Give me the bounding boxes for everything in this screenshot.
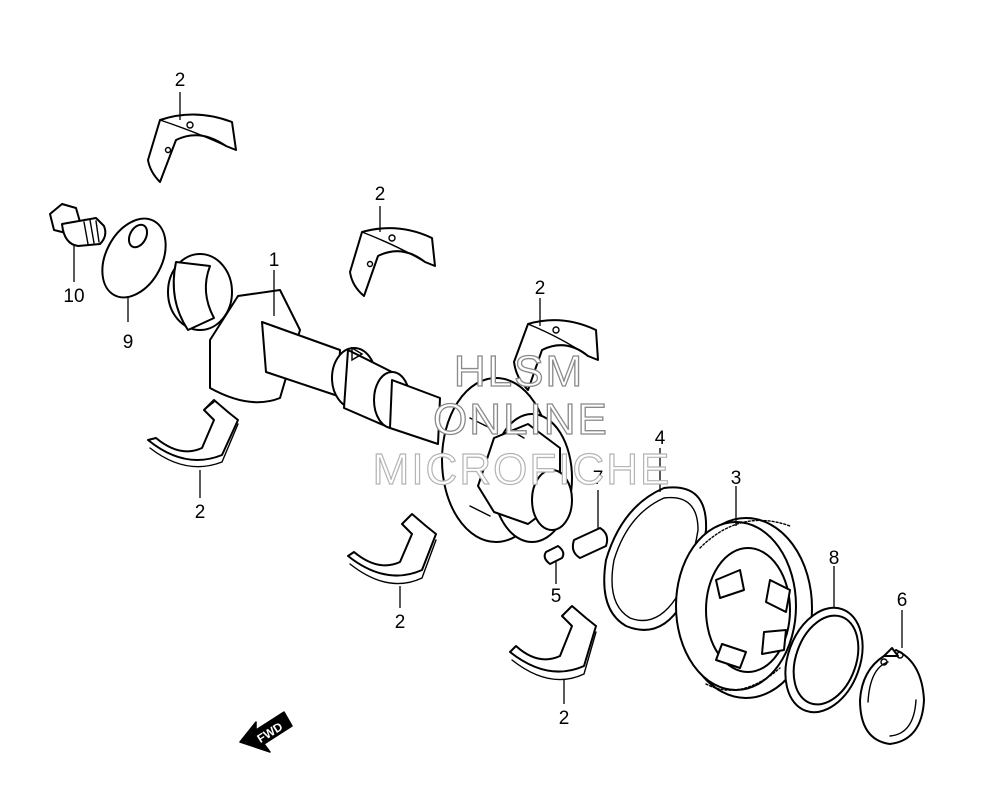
- callout-2-top[interactable]: 2: [175, 70, 186, 91]
- balancer-shaft[interactable]: [167, 253, 441, 445]
- watermark-line-2: ONLINE: [433, 395, 609, 444]
- circlip[interactable]: [859, 647, 925, 745]
- callout-10[interactable]: 10: [63, 286, 84, 307]
- dowel-pin[interactable]: [543, 545, 565, 565]
- spring[interactable]: [571, 527, 609, 559]
- callout-8[interactable]: 8: [829, 548, 840, 569]
- bearing-shell-top[interactable]: [147, 113, 237, 183]
- callout-7[interactable]: 7: [593, 468, 604, 489]
- callout-1[interactable]: 1: [269, 250, 280, 271]
- leader-lines: [73, 92, 903, 704]
- callout-3[interactable]: 3: [731, 468, 742, 489]
- callout-2-bottom[interactable]: 2: [559, 708, 570, 729]
- thrust-washer[interactable]: [772, 597, 877, 723]
- bearing-shell-bottom[interactable]: [509, 605, 597, 681]
- balancer-hub[interactable]: [441, 377, 573, 543]
- callout-5[interactable]: 5: [551, 586, 562, 607]
- bearing-shell-left-lower[interactable]: [147, 399, 239, 468]
- callout-6[interactable]: 6: [897, 590, 908, 611]
- callout-2-center-lower[interactable]: 2: [395, 612, 406, 633]
- callout-2-left-lower[interactable]: 2: [195, 502, 206, 523]
- callout-2-upper-mid[interactable]: 2: [375, 184, 386, 205]
- callout-9[interactable]: 9: [123, 332, 134, 353]
- callout-4[interactable]: 4: [655, 428, 666, 449]
- balancer-driven-gear[interactable]: [675, 517, 813, 699]
- watermark-line-3: MICROFICHE: [373, 445, 672, 494]
- watermark-line-1: HLSM: [454, 347, 584, 396]
- flange-bolt[interactable]: [49, 203, 107, 247]
- bearing-shell-upper-mid[interactable]: [349, 227, 436, 297]
- callout-2-right[interactable]: 2: [535, 278, 546, 299]
- watermark: HLSM ONLINE MICROFICHE: [372, 346, 672, 494]
- washer[interactable]: [90, 208, 179, 308]
- part-callouts: 2 2 2 2 2 2 1 10 9 7 5 4 3 8 6: [63, 70, 907, 729]
- fwd-direction-arrow: FWD: [239, 711, 293, 753]
- bearing-shell-right[interactable]: [513, 319, 599, 391]
- bearing-shell-center-lower[interactable]: [347, 513, 437, 585]
